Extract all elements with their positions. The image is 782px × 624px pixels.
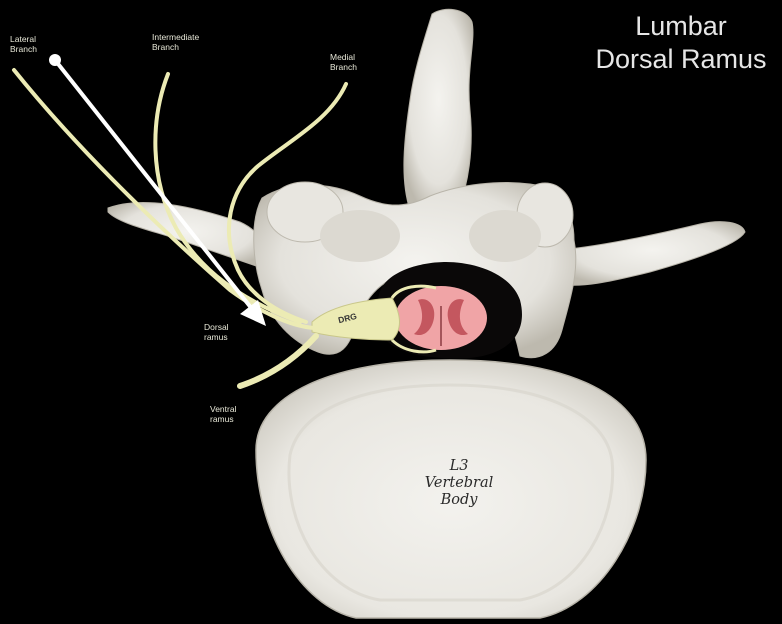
medial-branch-label: Medial Branch xyxy=(330,52,357,72)
title-line-2: Dorsal Ramus xyxy=(586,43,776,76)
arrow-pointer-icon xyxy=(49,54,266,326)
lateral-branch-label: Lateral Branch xyxy=(10,34,37,54)
dorsal-ramus-label: Dorsal ramus xyxy=(204,322,229,342)
title-line-1: Lumbar xyxy=(586,10,776,43)
spinal-cord xyxy=(395,286,487,350)
vertebral-body-label: L3 Vertebral Body xyxy=(404,458,514,509)
spinous-process xyxy=(404,9,473,210)
figure-title: Lumbar Dorsal Ramus xyxy=(586,10,776,76)
left-transverse-process xyxy=(108,203,265,268)
ventral-ramus-label: Ventral ramus xyxy=(210,404,236,424)
intermediate-branch-label: Intermediate Branch xyxy=(152,32,199,52)
right-transverse-process xyxy=(560,222,745,286)
vertebra-level: L3 xyxy=(404,458,514,475)
